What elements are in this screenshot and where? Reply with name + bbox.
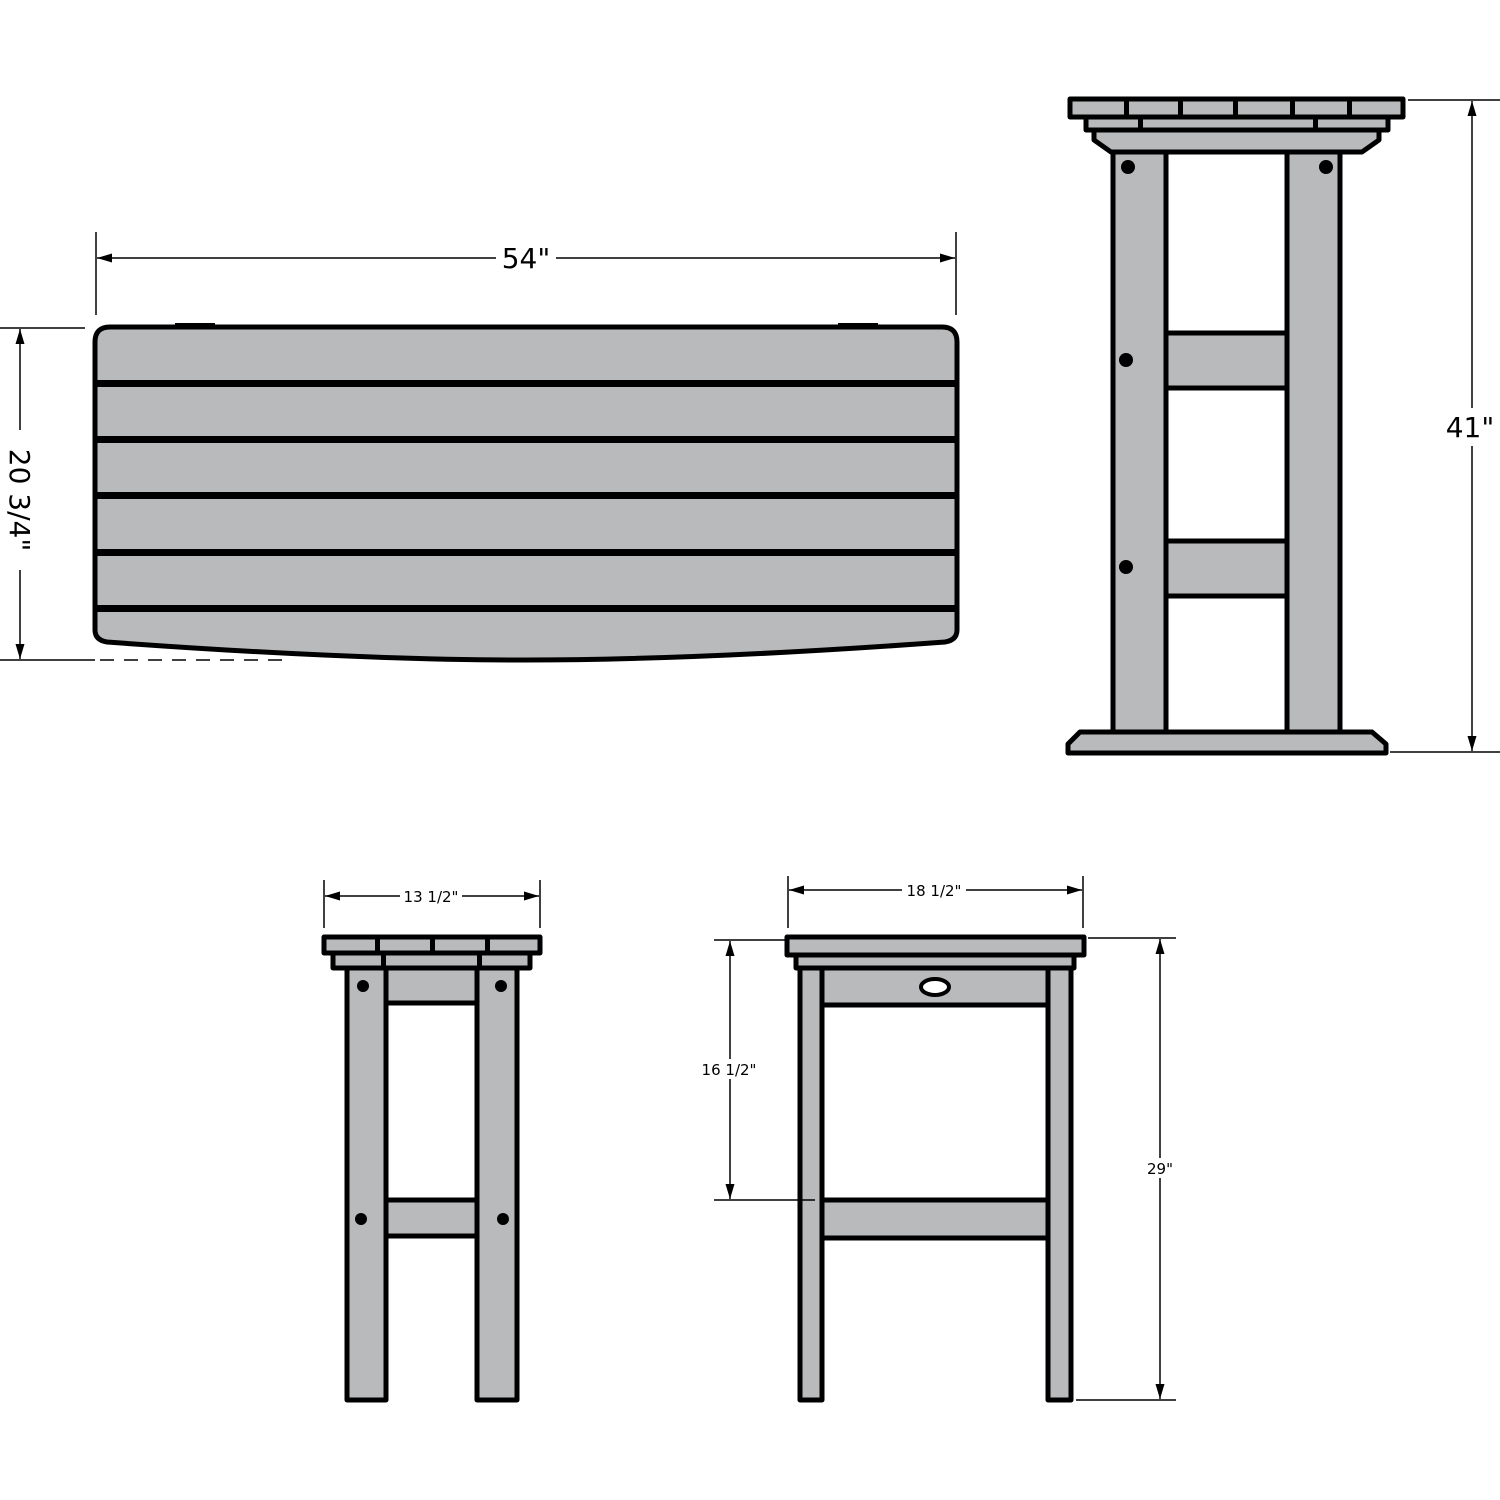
- stool-front-view: [784, 934, 1087, 1403]
- bench-width-dimension: 54": [95, 232, 957, 315]
- stool-rung-height-dimension: 16 1/2": [696, 939, 815, 1201]
- bench-depth-dimension: 20 3/4": [0, 327, 290, 661]
- bench-side-view: [1065, 96, 1406, 756]
- bench-top-view: [92, 323, 960, 663]
- stool-width-dimension: 18 1/2": [787, 876, 1084, 928]
- stool-height-label: 29": [1147, 1160, 1173, 1178]
- handle-hole-icon: [919, 977, 951, 997]
- stool-width-label: 18 1/2": [907, 882, 962, 900]
- stool-height-dimension: 29": [1076, 937, 1176, 1401]
- bench-width-label: 54": [502, 242, 551, 275]
- bench-height-label: 41": [1446, 411, 1495, 444]
- bench-depth-label: 20 3/4": [3, 449, 36, 551]
- stool-depth-dimension: 13 1/2": [323, 880, 541, 928]
- stool-depth-label: 13 1/2": [404, 888, 459, 906]
- bench-height-dimension: 41": [1390, 99, 1500, 753]
- stool-side-view: [321, 934, 543, 1403]
- stool-rung-height-label: 16 1/2": [702, 1061, 757, 1079]
